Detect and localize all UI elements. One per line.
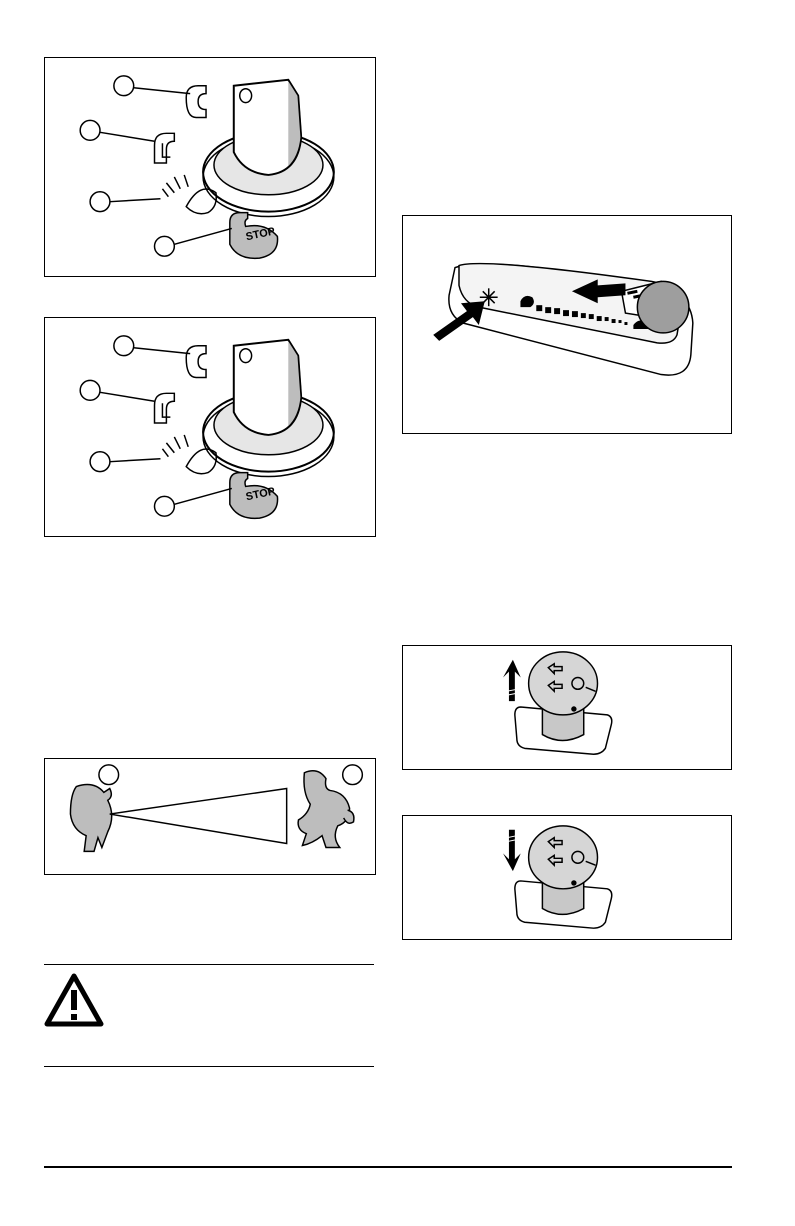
callout-1 xyxy=(637,281,689,333)
start-symbol-icon xyxy=(186,86,206,118)
figure-throttle-speed xyxy=(44,758,376,875)
callout-2 xyxy=(80,120,154,141)
speed-wedge xyxy=(110,788,287,843)
callout-4 xyxy=(155,228,232,256)
ignition-switch-illustration: STOP xyxy=(45,318,375,536)
callout-1 xyxy=(99,765,119,785)
ignition-switch-illustration: STOP xyxy=(45,58,375,276)
callout-1 xyxy=(114,76,190,96)
warning-triangle-icon xyxy=(44,972,104,1028)
figure-ignition-switch-1: STOP xyxy=(44,57,376,277)
figure-choke-throttle-lever xyxy=(402,215,732,434)
warning-bottom-rule xyxy=(44,1066,374,1067)
callout-3 xyxy=(90,192,160,212)
figure-ignition-switch-2: STOP xyxy=(44,317,376,537)
footer-rule xyxy=(44,1166,732,1168)
arrow-up-icon xyxy=(503,660,521,701)
callout-3 xyxy=(90,452,160,472)
throttle-speed-illustration xyxy=(45,759,375,874)
throttle-lever-illustration xyxy=(403,216,731,433)
pto-knob-illustration xyxy=(403,646,731,769)
callout-4 xyxy=(155,488,232,516)
callout-1 xyxy=(114,336,190,356)
run-symbol-icon xyxy=(155,133,175,163)
warning-top-rule xyxy=(44,964,374,965)
stop-symbol-icon: STOP xyxy=(230,213,278,259)
stop-symbol-icon: STOP xyxy=(230,473,278,519)
turtle-icon xyxy=(70,785,111,852)
arrow-down-icon xyxy=(503,830,521,871)
callout-2 xyxy=(80,380,154,401)
start-symbol-icon xyxy=(186,346,206,378)
run-symbol-icon xyxy=(155,393,175,423)
figure-pto-knob-up xyxy=(402,645,732,770)
figure-pto-knob-down xyxy=(402,815,732,940)
callout-2 xyxy=(343,765,363,785)
pto-knob-illustration xyxy=(403,816,731,939)
